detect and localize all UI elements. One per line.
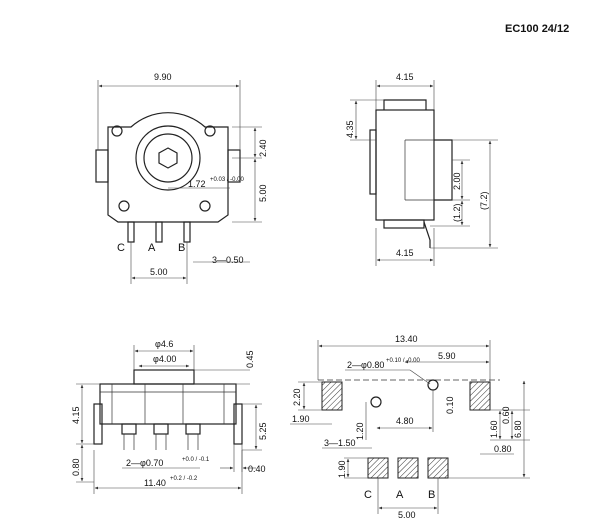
front-pitch-dim: 5.00 — [150, 267, 168, 277]
bottom-pin-dim: 2—φ0.70 — [126, 458, 163, 468]
front-hole-tl — [111, 125, 123, 137]
front-shaft-dim: 1.72 — [188, 179, 206, 189]
front-hole-tr — [204, 125, 216, 137]
pcb-hole-left — [370, 396, 382, 408]
pcb-mount-pad-right — [469, 381, 491, 411]
pcb-right-080-dim: 0.80 — [494, 444, 512, 454]
bottom-right-leg — [233, 403, 243, 445]
side-right-b-dim: (1.2) — [452, 203, 462, 222]
front-view: C A B 9.90 2.40 5.00 1.72 +0.03 / -0.00 … — [95, 72, 268, 284]
front-left-tab — [95, 149, 109, 183]
front-hole-br — [199, 200, 211, 212]
side-left-tab — [369, 129, 377, 195]
front-shaft-outer — [135, 125, 201, 191]
bottom-top-dim: 0.45 — [245, 350, 255, 368]
pcb-mid-dim: 4.80 — [396, 416, 414, 426]
bottom-shaft-top — [133, 369, 195, 385]
front-pin-a-label: A — [148, 242, 156, 254]
front-body-outline — [107, 112, 229, 223]
bottom-pin-tol: +0.0 / -0.1 — [182, 457, 210, 463]
pcb-pad-a — [397, 457, 419, 479]
side-height-dim: 4.35 — [345, 120, 355, 138]
front-width-dim: 9.90 — [154, 72, 172, 82]
bottom-pin-1 — [121, 423, 137, 435]
front-hole-bl — [118, 200, 130, 212]
side-bottom-width-dim: 4.15 — [396, 248, 414, 258]
side-right-a-dim: 2.00 — [452, 172, 462, 190]
pcb-pad-b — [427, 457, 449, 479]
pcb-hole-tol: +0.10 / -0.00 — [386, 358, 421, 364]
front-height-lower-dim: 5.00 — [258, 184, 268, 202]
pcb-v-160-dim: 1.60 — [489, 420, 499, 438]
side-top-cap — [383, 99, 427, 110]
pcb-pin-b-label: B — [428, 489, 435, 501]
front-pin-width-dim: 3—0.50 — [212, 255, 244, 265]
pcb-pad-h-dim: 2.20 — [292, 388, 302, 406]
side-view: 4.15 4.35 2.00 (1.2) (7.2) 4.15 — [345, 72, 498, 266]
side-pin — [423, 221, 431, 248]
pcb-mount-pad-left — [321, 381, 343, 411]
model-title: EC100 24/12 — [505, 23, 569, 35]
bottom-right-dim: 5.25 — [258, 422, 268, 440]
front-shaft-inner — [143, 133, 193, 183]
front-pin-b-label: B — [178, 242, 185, 254]
bottom-overall-dim: 11.40 — [144, 478, 166, 488]
front-shaft-hex — [158, 147, 178, 169]
bottom-pin-2 — [153, 423, 169, 435]
front-pin-c-label: C — [117, 242, 125, 254]
pcb-vert-120-dim: 1.20 — [355, 422, 365, 440]
pcb-pin-h-dim: 1.90 — [337, 460, 347, 478]
pcb-left-off-dim: 1.90 — [292, 414, 310, 424]
bottom-left-dim: 4.15 — [71, 406, 81, 424]
pcb-v-680-dim: 6.80 — [513, 420, 523, 438]
pcb-pin-c-label: C — [364, 489, 372, 501]
bottom-body — [99, 383, 237, 425]
bottom-overall-tol: +0.2 / -0.2 — [170, 476, 198, 482]
pcb-v-060-dim: 0.60 — [501, 406, 511, 424]
bottom-left-leg — [93, 403, 103, 445]
side-base — [383, 219, 425, 229]
pcb-pin-width-dim: 3—1.50 — [324, 438, 356, 448]
bottom-view: φ4.6 φ4.00 0.45 4.15 0.80 5.25 0.40 2—φ0… — [71, 339, 268, 494]
side-shaft — [434, 139, 453, 201]
bottom-shaft-d1-dim: φ4.6 — [155, 339, 173, 349]
front-height-upper-dim: 2.40 — [258, 139, 268, 157]
front-right-tab — [227, 149, 241, 183]
bottom-shaft-d2-dim: φ4.00 — [153, 354, 176, 364]
pcb-layout: C A B 13.40 2—φ0.80 +0.10 / -0.00 5.90 2… — [290, 334, 530, 520]
side-right-c-dim: (7.2) — [479, 191, 489, 210]
pcb-right-offset-dim: 5.90 — [438, 351, 456, 361]
side-top-width-dim: 4.15 — [396, 72, 414, 82]
front-pin-a — [155, 221, 163, 243]
front-pin-c — [127, 221, 135, 243]
bottom-bottom-left-dim: 0.80 — [71, 458, 81, 476]
bottom-pin-3 — [185, 423, 201, 435]
pcb-overall-dim: 13.40 — [395, 334, 418, 344]
pcb-hole-right — [427, 379, 439, 391]
front-pin-b — [183, 221, 191, 243]
bottom-bottom-right-dim: 0.40 — [248, 464, 266, 474]
front-shaft-tol: +0.03 / -0.00 — [210, 177, 245, 183]
pcb-pin-a-label: A — [396, 489, 404, 501]
pcb-hole-dim: 2—φ0.80 — [347, 360, 384, 370]
pcb-pitch-dim: 5.00 — [398, 510, 416, 520]
pcb-v-010-dim: 0.10 — [445, 396, 455, 414]
pcb-pad-c — [367, 457, 389, 479]
